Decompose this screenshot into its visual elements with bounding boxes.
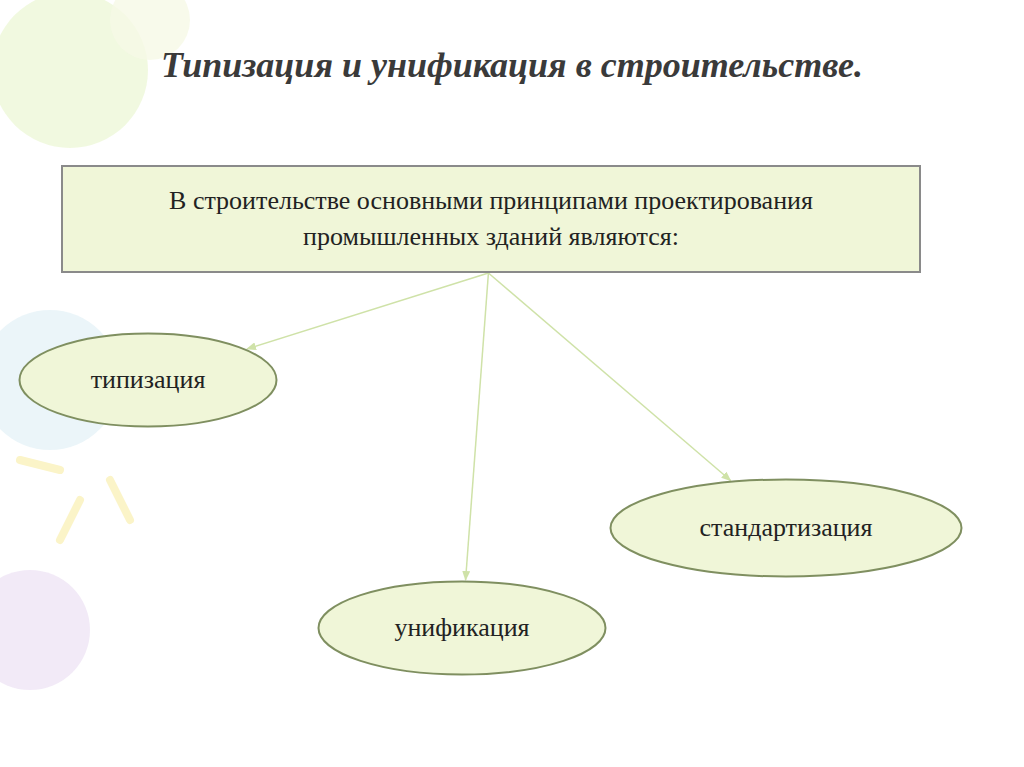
- node-text: стандартизация: [700, 510, 873, 546]
- principle-ellipse: стандартизация: [609, 478, 963, 578]
- principle-ellipse: типизация: [18, 332, 278, 428]
- arrow-connector: [247, 273, 488, 349]
- heading-box: В строительстве основными принципами про…: [61, 165, 921, 273]
- node-text: В строительстве основными принципами про…: [111, 183, 871, 255]
- principle-ellipse: унификация: [317, 580, 607, 676]
- node-text: унификация: [394, 610, 529, 646]
- arrow-connector: [488, 273, 730, 481]
- slide-title: Типизация и унификация в строительстве.: [150, 42, 874, 88]
- arrow-connector: [466, 273, 489, 580]
- node-text: типизация: [91, 362, 206, 398]
